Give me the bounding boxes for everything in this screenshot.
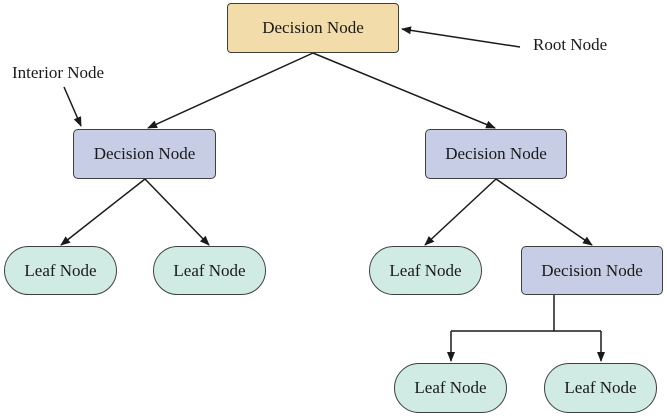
right-decision-node: Decision Node (425, 129, 567, 179)
leaf-node-5: Leaf Node (544, 363, 657, 413)
root-decision-node: Decision Node (227, 3, 399, 53)
edge-right-lower (495, 178, 593, 246)
edge-right-leaf3 (424, 178, 497, 246)
root-node-label: Root Node (533, 35, 608, 54)
left-decision-node: Decision Node (73, 129, 216, 179)
edge-root-right (312, 52, 496, 129)
leaf-node-1: Leaf Node (4, 246, 117, 295)
edge-left-leaf2 (144, 178, 210, 246)
edge-left-leaf1 (60, 178, 146, 246)
leaf-node-4: Leaf Node (394, 363, 507, 413)
leaf-node-2: Leaf Node (153, 246, 266, 295)
interior-annotation-arrow (63, 86, 82, 127)
lower-decision-node: Decision Node (521, 246, 663, 295)
edge-root-left (147, 52, 314, 129)
interior-node-label: Interior Node (12, 63, 105, 82)
root-annotation-arrow (401, 26, 521, 48)
leaf-node-3: Leaf Node (369, 246, 482, 295)
